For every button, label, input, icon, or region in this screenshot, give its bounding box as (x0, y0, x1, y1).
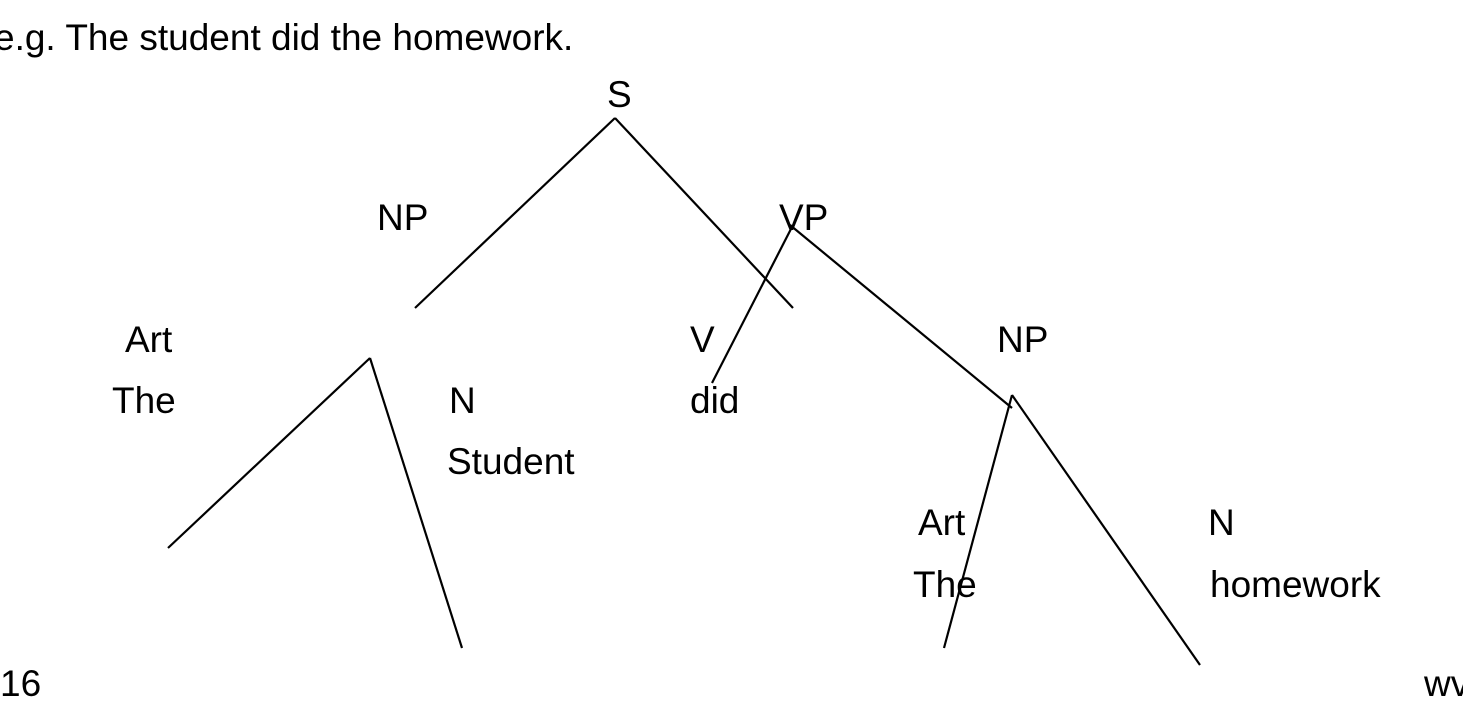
node-subject-np: NP (377, 197, 428, 238)
word-homework: homework (1210, 564, 1381, 605)
node-object-np: NP (997, 319, 1048, 360)
footer-fragment: wv (1423, 663, 1463, 704)
word-object-the: The (913, 564, 977, 605)
node-v: V (690, 319, 715, 360)
node-object-art: Art (918, 502, 966, 543)
branch-np-art (167, 357, 371, 549)
branch-object-np-n (1011, 394, 1201, 666)
page-number: 16 (0, 663, 41, 704)
node-object-n: N (1208, 502, 1235, 543)
branch-s-vp (614, 117, 794, 309)
node-subject-art: Art (125, 319, 173, 360)
node-subject-n: N (449, 380, 476, 421)
branch-vp-np (789, 224, 1013, 409)
word-student: Student (447, 441, 575, 482)
branch-object-np-art (942, 394, 1014, 649)
branch-np-n (368, 357, 464, 649)
node-vp: VP (779, 197, 828, 238)
node-s: S (607, 74, 632, 115)
word-subject-the: The (112, 380, 176, 421)
example-sentence: e.g. The student did the homework. (0, 17, 573, 58)
branch-vp-v (711, 224, 794, 384)
branch-s-np (414, 117, 616, 309)
word-did: did (690, 380, 739, 421)
